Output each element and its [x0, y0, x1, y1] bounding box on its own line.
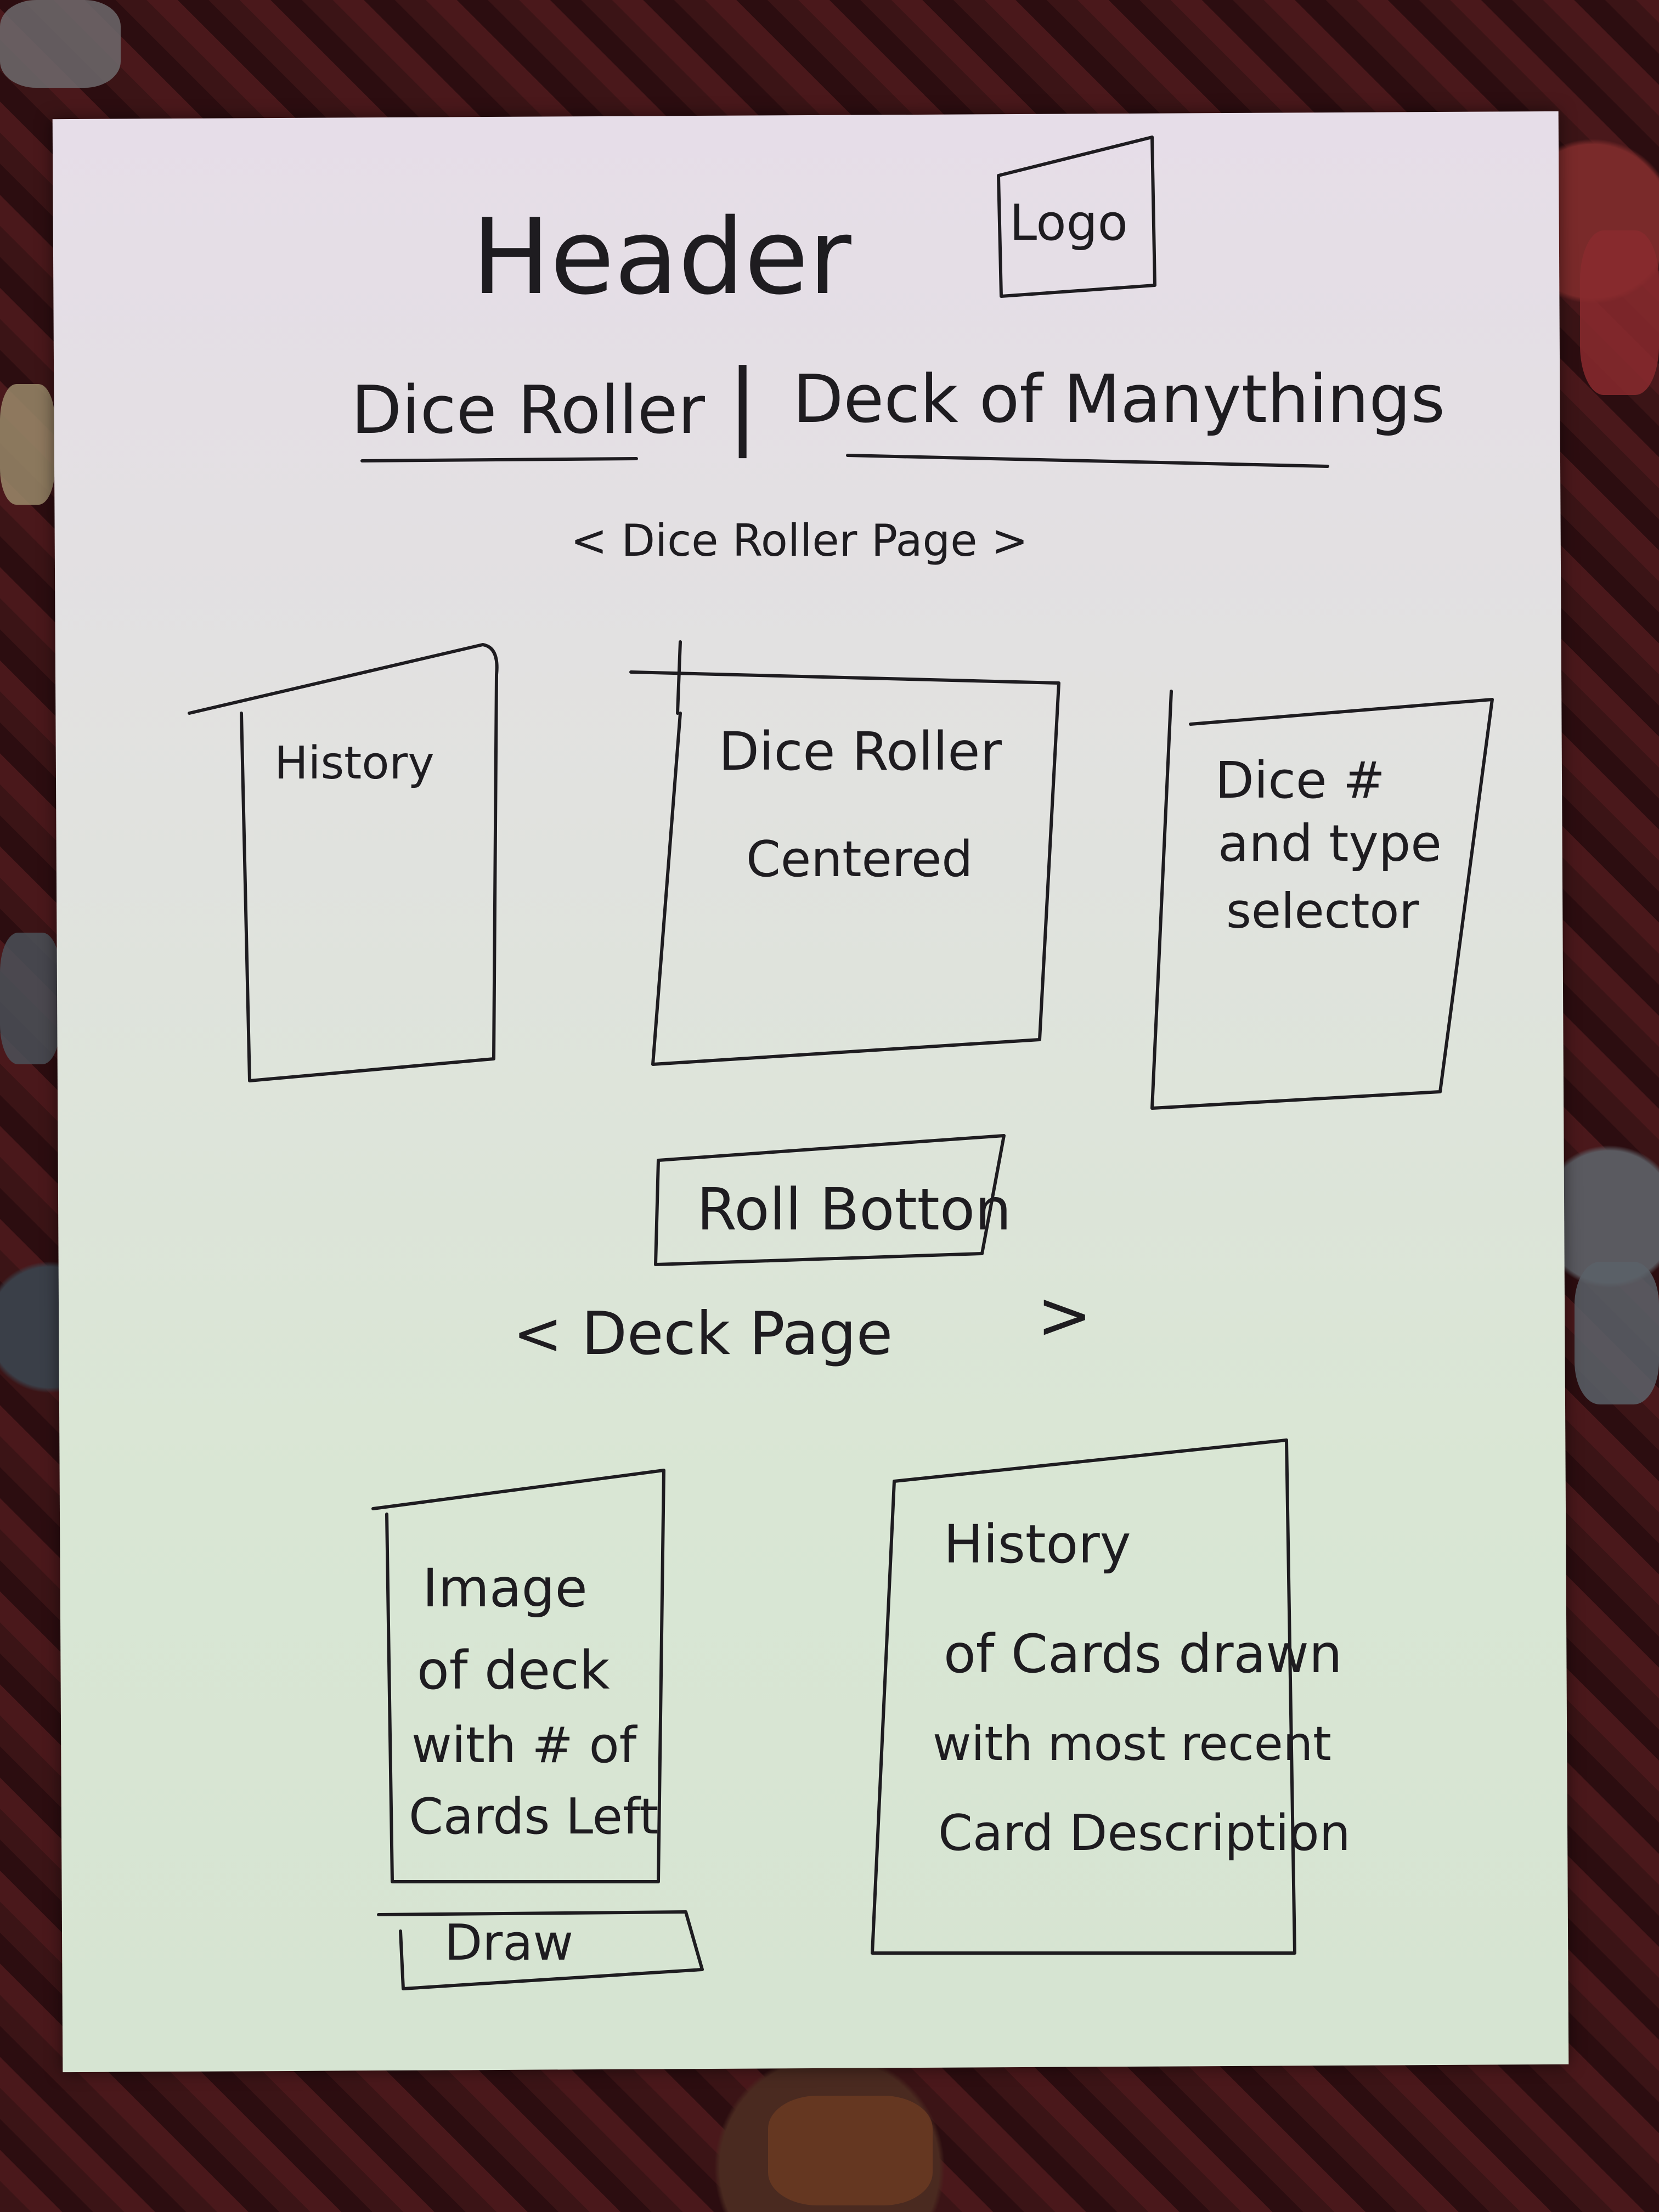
card-history-label: of Cards drawn: [944, 1623, 1342, 1685]
selector-box-outline: [1150, 690, 1494, 1110]
nav-underline: [846, 454, 1329, 468]
deck-image-box-outline: [371, 1469, 665, 1883]
header-title: Header: [472, 196, 851, 318]
selector-box-label: selector: [1226, 883, 1419, 939]
card-history-label: with most recent: [933, 1717, 1331, 1771]
roll-button[interactable]: Roll Botton: [697, 1176, 1012, 1243]
dice-roller-box-label: Dice Roller: [719, 721, 1002, 782]
nav-deck-link[interactable]: Deck of Manythings: [793, 362, 1445, 438]
dice-roller-box-label: Centered: [746, 831, 973, 888]
carpet-pattern: [1575, 1262, 1659, 1404]
selector-box-label: Dice #: [1215, 751, 1385, 810]
logo-box-outline: [997, 136, 1156, 298]
carpet-pattern: [0, 384, 55, 505]
selector-box-label: and type: [1218, 814, 1442, 873]
card-history-label: History: [944, 1514, 1131, 1575]
nav-separator: |: [727, 350, 759, 459]
dice-roller-box-outline: [629, 640, 1060, 1066]
deck-box-label: of deck: [417, 1640, 610, 1701]
deck-box-label: Image: [422, 1558, 588, 1619]
deck-page-heading: < Deck Page: [513, 1300, 893, 1368]
card-history-label: Card Description: [938, 1804, 1351, 1862]
carpet-pattern: [0, 0, 121, 88]
deck-page-heading-close: >: [1037, 1278, 1092, 1354]
deck-box-label: with # of: [411, 1717, 637, 1774]
carpet-pattern: [768, 2096, 933, 2205]
nav-underline: [360, 457, 638, 462]
history-box-outline: [188, 643, 499, 1082]
history-box-label: History: [274, 737, 435, 789]
draw-button[interactable]: Draw: [444, 1914, 574, 1972]
logo-label: Logo: [1009, 194, 1128, 252]
draw-button-outline: [377, 1910, 704, 1990]
roll-button-outline: [654, 1134, 1006, 1266]
carpet-pattern: [0, 933, 60, 1064]
dice-page-heading: < Dice Roller Page >: [571, 515, 1028, 566]
deck-box-label: Cards Left: [409, 1788, 659, 1846]
carpet-pattern: [1580, 230, 1659, 395]
nav-dice-roller-link[interactable]: Dice Roller: [351, 373, 705, 449]
card-history-box-outline: [871, 1438, 1296, 1955]
